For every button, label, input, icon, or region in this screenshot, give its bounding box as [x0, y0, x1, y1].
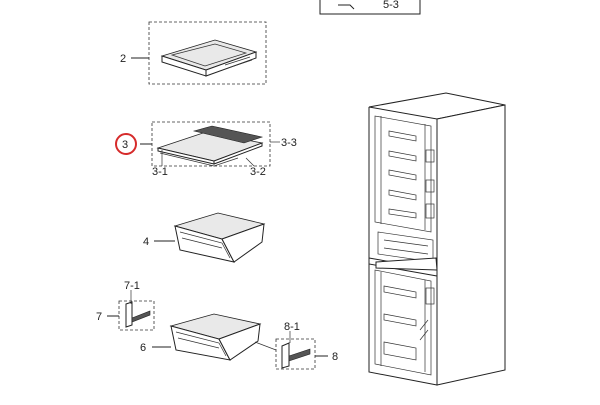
label-2: 2 [120, 53, 126, 65]
label-3-2: 3-2 [250, 166, 266, 178]
part-6-drawer[interactable]: 6 [140, 313, 262, 361]
part-4-drawer[interactable]: 4 [143, 212, 266, 263]
label-8-1: 8-1 [284, 321, 300, 333]
part-3-shelf-assembly[interactable]: 3 3-3 3-1 3-2 [115, 121, 297, 178]
label-8: 8 [332, 351, 338, 363]
label-7-1: 7-1 [124, 280, 140, 292]
highlight-circle [115, 133, 137, 155]
label-5-3: 5-3 [383, 0, 399, 11]
label-3: 3 [122, 139, 128, 151]
part-8-bracket[interactable]: 8-1 8 [254, 321, 338, 370]
part-7-bracket[interactable]: 7-1 7 [96, 280, 155, 331]
label-6: 6 [140, 342, 146, 354]
callout-5-3: 5-3 [319, 0, 421, 15]
part-2-tray[interactable]: 2 [120, 21, 267, 85]
label-7: 7 [96, 311, 102, 323]
label-4: 4 [143, 236, 149, 248]
label-3-1: 3-1 [152, 166, 168, 178]
refrigerator-body[interactable] [368, 92, 506, 386]
label-3-3: 3-3 [281, 137, 297, 149]
